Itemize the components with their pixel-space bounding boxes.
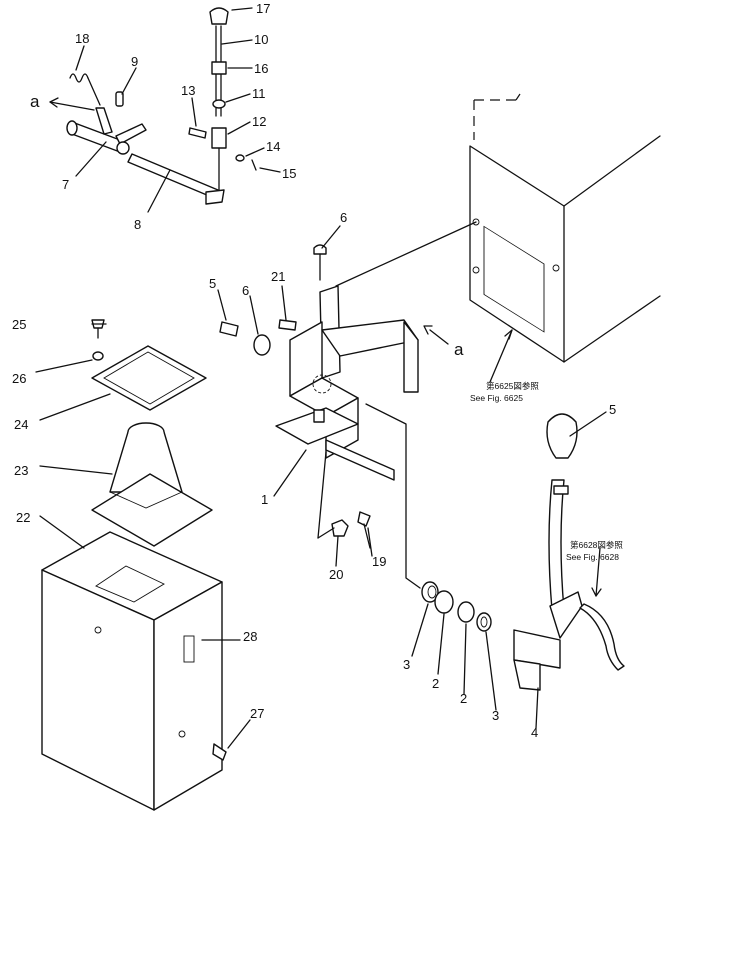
shift-lever — [513, 413, 625, 691]
part-label-25: 23 — [14, 463, 28, 478]
ref-6628-local: 第6628図参照 — [570, 540, 623, 550]
part-label-3a: 3 — [403, 657, 410, 672]
connector-a-left: a — [30, 92, 40, 111]
connector-a-right: a — [454, 340, 464, 359]
part-label-8: 6 — [340, 210, 347, 225]
part-label-24: 22 — [16, 510, 30, 525]
part-label-21: 19 — [372, 554, 386, 569]
part-label-16: 14 — [266, 139, 280, 154]
part-label-22: 20 — [329, 567, 343, 582]
part-label-28: 26 — [12, 371, 26, 386]
part-label-26: 24 — [14, 417, 28, 432]
part-label-30: 28 — [243, 629, 257, 644]
part-label-12: 10 — [254, 32, 268, 47]
part-label-9: 7 — [62, 177, 69, 192]
part-label-29: 27 — [250, 706, 264, 721]
part-label-5-box: 5 — [609, 402, 616, 417]
part-label-19: 17 — [256, 1, 270, 16]
part-label-2b: 2 — [460, 691, 467, 706]
part-label-13: 11 — [252, 86, 266, 101]
part-label-10: 8 — [134, 217, 141, 232]
linkage-assembly — [49, 7, 257, 205]
part-label-15: 13 — [181, 83, 195, 98]
ref-6625-local: 第6625図参照 — [486, 381, 539, 391]
part-label-23: 21 — [271, 269, 285, 284]
part-label-4-box: 4 — [531, 725, 538, 740]
part-label-5-text: 5 — [609, 402, 617, 417]
part-labels: 17 10 16 11 12 14 15 13 9 18 7 8 6 5 6 2… — [12, 1, 499, 723]
part-label-2a: 2 — [432, 676, 439, 691]
ref-6625-english: See Fig. 6625 — [470, 393, 523, 403]
part-label-4-text: 4 — [531, 725, 539, 740]
part-label-3b: 3 — [492, 708, 499, 723]
bracket-assembly — [219, 244, 449, 589]
part-label-17: 15 — [282, 166, 296, 181]
part-label-6: 6 — [242, 283, 249, 298]
part-label-27: 25 — [12, 317, 26, 332]
part-label-7: 5 — [209, 276, 216, 291]
bearing-stack — [421, 581, 492, 632]
ref-6628-english: See Fig. 6628 — [566, 552, 619, 562]
part-label-1: 1 — [261, 492, 268, 507]
console-box — [41, 319, 227, 811]
cabinet-outline — [335, 93, 661, 383]
part-label-11: 9 — [131, 54, 138, 69]
part-label-20: 18 — [75, 31, 89, 46]
leader-lines — [35, 7, 607, 749]
part-label-14: 12 — [252, 114, 266, 129]
part-label-18: 16 — [254, 61, 268, 76]
